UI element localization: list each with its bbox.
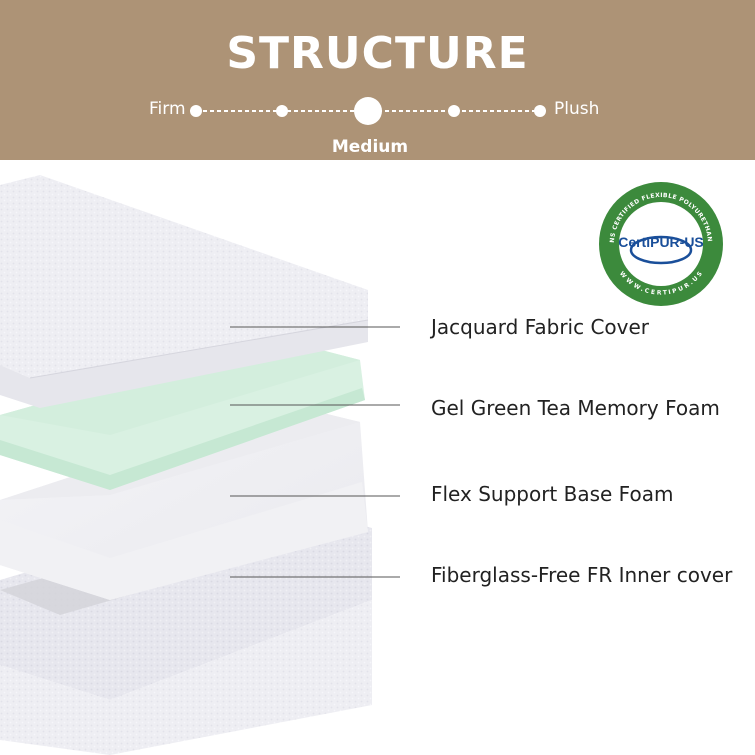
svg-text:CertiPUR-US: CertiPUR-US	[618, 234, 704, 250]
scale-selected-label: Medium	[331, 137, 409, 157]
layer-label-fabric-cover: Jacquard Fabric Cover	[431, 315, 650, 339]
scale-dot-4	[448, 105, 460, 117]
structure-header: STRUCTURE Firm Plush Medium	[0, 0, 755, 160]
scale-dot-5	[534, 105, 546, 117]
scale-plush-label: Plush	[554, 99, 600, 119]
layer-label-gel-foam: Gel Green Tea Memory Foam	[431, 396, 720, 420]
gel-foam-layer	[0, 338, 365, 490]
scale-dot-1	[190, 105, 202, 117]
page-title: STRUCTURE	[226, 28, 529, 79]
firmness-scale	[190, 97, 546, 125]
layer-label-inner-cover: Fiberglass-Free FR Inner cover	[431, 563, 733, 587]
scale-dot-2	[276, 105, 288, 117]
certipur-us-badge: CONTAINS CERTIFIED FLEXIBLE POLYURETHANE…	[597, 180, 723, 306]
scale-dot-selected	[354, 97, 382, 125]
scale-firm-label: Firm	[149, 99, 186, 119]
mattress-layers-illustration	[0, 175, 400, 755]
layer-label-base-foam: Flex Support Base Foam	[431, 482, 674, 506]
